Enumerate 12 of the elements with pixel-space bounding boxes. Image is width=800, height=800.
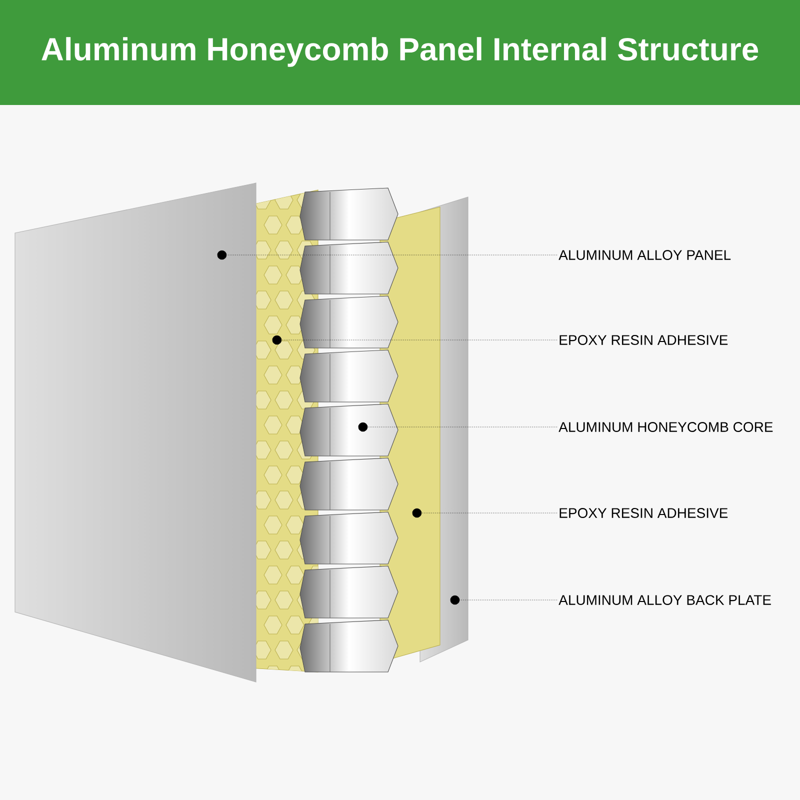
part-label: EPOXY RESIN ADHESIVE	[560, 335, 728, 345]
part-label: EPOXY RESIN ADHESIVE	[560, 508, 728, 518]
part-label: ALUMINUM HONEYCOMB CORE	[558, 422, 773, 432]
title-banner: Aluminum Honeycomb Panel Internal Structure	[0, 0, 800, 105]
part-label: ALUMINUM ALLOY BACK PLATE	[558, 595, 771, 605]
leader-line	[272, 335, 558, 345]
part-label: ALUMINUM ALLOY PANEL	[558, 250, 731, 260]
honeycomb-core-drawing	[300, 188, 398, 672]
leader-line	[358, 422, 558, 432]
leader-line	[412, 508, 558, 518]
leader-line	[450, 595, 558, 605]
leader-line	[217, 250, 558, 260]
